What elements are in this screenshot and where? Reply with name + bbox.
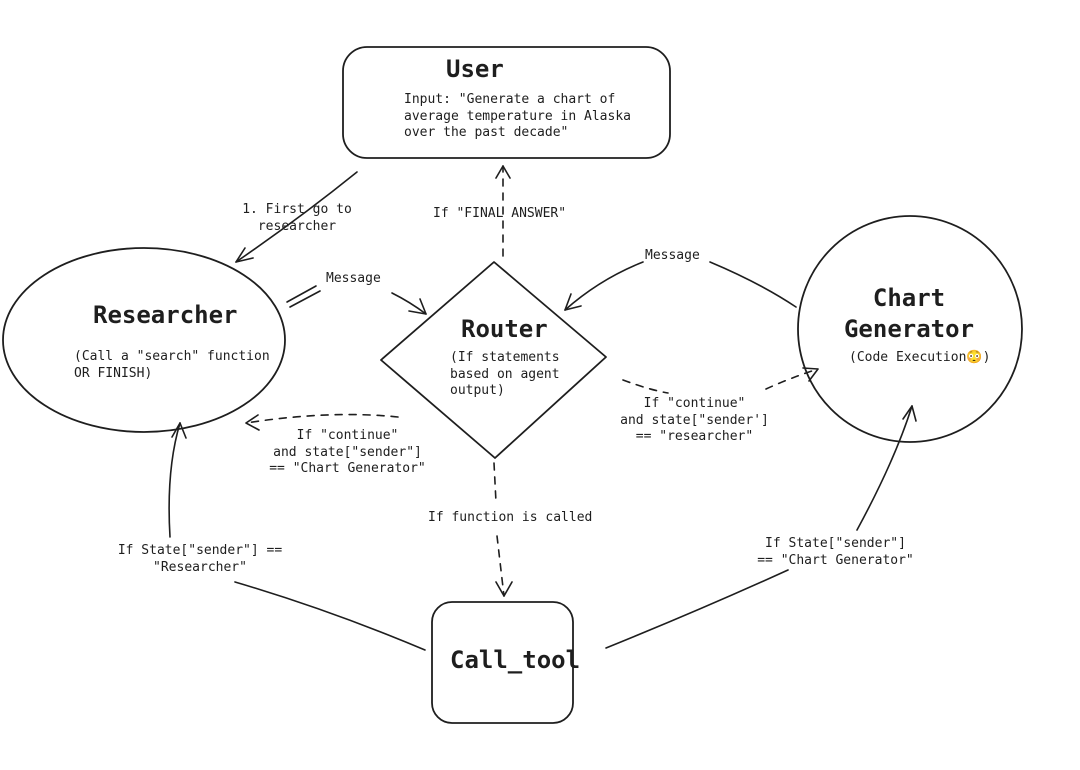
edge-label-call-tool-to-researcher: If State["sender"] == "Researcher" [117,543,283,575]
edge-label-call-tool-to-chart: If State["sender"] == "Chart Generator" [757,536,914,568]
researcher-node-title: Researcher [93,301,238,329]
user-node-description: Input: "Generate a chart of average temp… [404,92,631,141]
router-node-description: (If statements based on agent output) [450,350,560,399]
edge-label-chart-to-router: Message [645,248,700,263]
edge-call-tool-to-researcher [168,422,426,651]
router-node-title: Router [461,315,548,343]
chart-generator-node-description: (Code Execution😳) [849,350,991,365]
edge-label-user-to-researcher: 1. First go to researcher [242,202,352,234]
edge-user-to-researcher [235,171,358,263]
edge-label-router-to-call-tool: If function is called [428,510,593,525]
user-node-box [342,46,671,159]
edge-router-to-chart [622,367,819,394]
edge-researcher-to-router [286,285,427,315]
edge-call-tool-to-chart [605,405,917,649]
edge-router-to-call-tool [493,462,513,597]
edge-label-researcher-to-router: Message [326,271,381,286]
call-tool-node-box [431,601,574,724]
edge-chart-to-router [564,261,797,311]
edge-label-router-to-user: If "FINAL ANSWER" [433,206,567,221]
chart-generator-node-circle [797,215,1023,443]
edge-router-to-researcher [245,413,399,431]
edge-router-to-user [495,165,511,257]
chart-generator-node-title: Chart Generator [843,284,975,343]
researcher-node-circle [2,247,286,433]
researcher-node-description: (Call a "search" function OR FINISH) [74,349,270,381]
edge-label-router-to-chart: If "continue" and state["sender'] == "re… [620,396,769,445]
call-tool-node-title: Call_tool [450,646,581,674]
edge-label-router-to-researcher: If "continue" and state["sender"] == "Ch… [269,428,426,477]
user-node-title: User [446,55,504,83]
router-node-diamond [380,261,607,459]
